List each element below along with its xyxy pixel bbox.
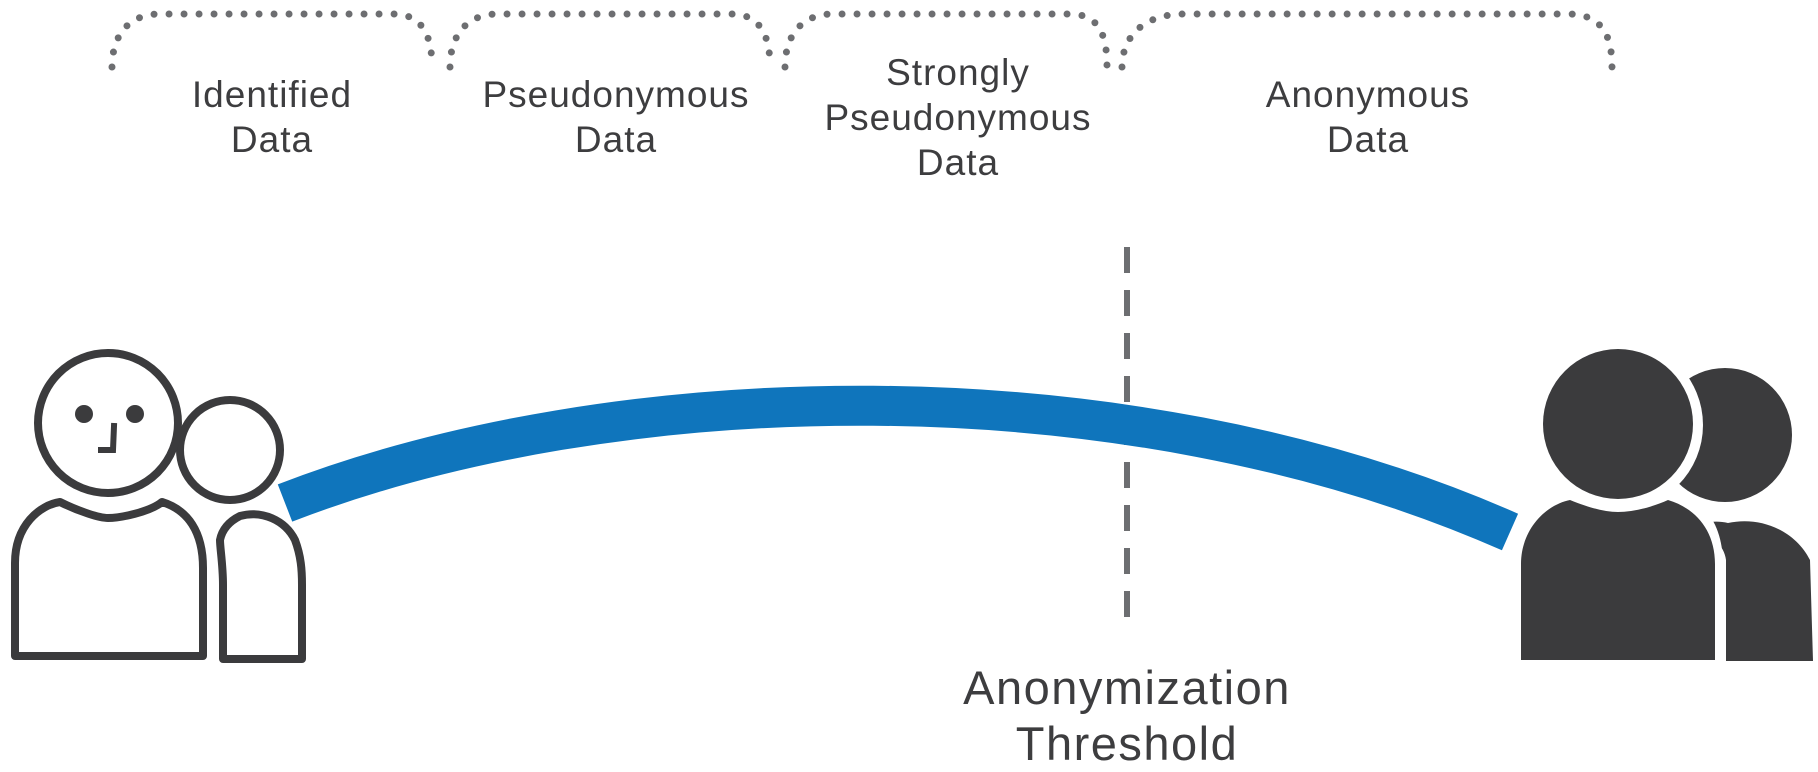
category-line: Data xyxy=(916,142,1000,183)
threshold-line: Anonymization xyxy=(963,661,1291,714)
category-line: Pseudonymous xyxy=(824,97,1092,138)
left-eye xyxy=(75,405,93,423)
anon-front-person-head xyxy=(1543,349,1693,499)
category-line: Strongly xyxy=(886,52,1030,93)
front-person-body xyxy=(11,498,207,660)
anon-back-person-body xyxy=(1690,521,1813,661)
spectrum-arc xyxy=(277,385,1519,551)
category-identified-label: Identified Data xyxy=(92,72,452,162)
bracket-identified xyxy=(108,10,436,71)
threshold-line: Threshold xyxy=(1015,717,1239,770)
anonymization-threshold-label: Anonymization Threshold xyxy=(877,660,1377,772)
category-strongly-pseudonymous-label: Strongly Pseudonymous Data xyxy=(778,50,1138,185)
bracket-pseudonymous xyxy=(446,10,774,71)
front-person-head xyxy=(34,349,182,497)
category-line: Identified xyxy=(191,74,353,115)
right-eye xyxy=(126,405,144,423)
category-anonymous-label: Anonymous Data xyxy=(1188,72,1548,162)
anon-front-person-body xyxy=(1521,500,1715,660)
back-person-body xyxy=(216,510,306,663)
category-line: Data xyxy=(574,119,658,160)
nose xyxy=(98,422,118,453)
face-icon xyxy=(75,405,144,453)
anonymous-person-filled-icon xyxy=(1513,340,1813,663)
category-brackets xyxy=(108,10,1616,71)
category-pseudonymous-label: Pseudonymous Data xyxy=(436,72,796,162)
category-line: Data xyxy=(230,119,314,160)
bracket-anonymous xyxy=(1118,10,1616,71)
category-line: Pseudonymous xyxy=(482,74,750,115)
category-line: Anonymous xyxy=(1265,74,1471,115)
identified-person-outline-icon xyxy=(11,349,306,663)
category-line: Data xyxy=(1326,119,1410,160)
back-person-head xyxy=(176,396,284,504)
